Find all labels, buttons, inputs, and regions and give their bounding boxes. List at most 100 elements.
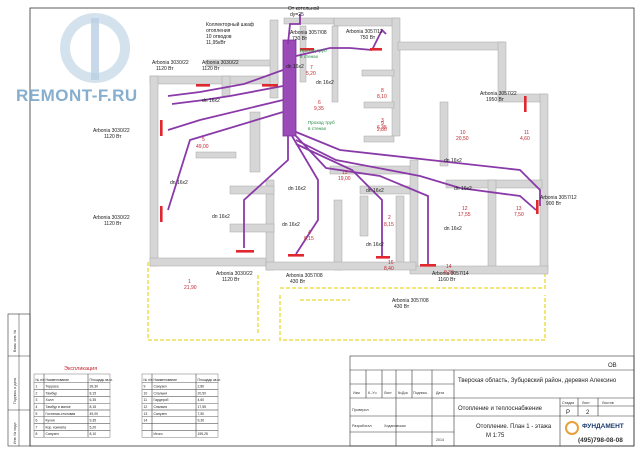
- table-cell-text: 8,15: [90, 391, 97, 395]
- radiator-model: Arbonia 3057/08: [392, 298, 429, 304]
- pipe-label: dn 16x2: [366, 242, 384, 248]
- radiator-model: Arbonia 3057/14: [432, 271, 469, 277]
- pipe-label: dn 16x2: [202, 98, 220, 104]
- room-markers: 121,90 28,15 36,35 48,15 549,00 69,35 75…: [184, 65, 530, 291]
- sheet-value: 2: [586, 410, 590, 416]
- pipe-labels: dn 16x2 dn 16x2 dn 16x2 dn 16x2 dn 16x2 …: [170, 64, 472, 248]
- radiator-model: Arbonia 3030/22: [152, 60, 189, 66]
- svg-text:9,35: 9,35: [314, 106, 324, 112]
- collector-note: Коллекторный шкаф отопления 10 отводов 1…: [206, 21, 254, 46]
- table-cell-text: 3: [36, 398, 38, 402]
- table-cell-text: 6: [36, 419, 38, 423]
- project-section: Отопление и теплоснабжение: [458, 406, 543, 412]
- radiator: [376, 256, 390, 259]
- radiator-power: 750 Вт: [360, 35, 376, 41]
- svg-text:1: 1: [188, 279, 191, 285]
- table-cell-text: 8: [36, 432, 38, 436]
- sheet-frame: [29, 7, 635, 447]
- table-cell: [151, 423, 197, 431]
- wall-passage-note: Проход труб в стенах Проход труб в стена…: [300, 48, 335, 131]
- room-marker: 36,35: [377, 118, 387, 131]
- table-cell-text: Холл: [46, 398, 54, 402]
- radiator-model: Arbonia 3057/08: [286, 273, 323, 279]
- svg-text:7,50: 7,50: [514, 212, 524, 218]
- room-marker: 137,50: [514, 206, 524, 218]
- svg-text:5,20: 5,20: [306, 71, 316, 77]
- sheet-code: ОВ: [608, 363, 617, 369]
- room-marker: 121,90: [184, 279, 197, 291]
- side-stamp-label: Взам. инв. №: [13, 330, 17, 352]
- col-header: Изм: [353, 391, 360, 395]
- room-marker: 28,15: [384, 215, 394, 228]
- svg-text:9,30: 9,30: [444, 270, 454, 276]
- table-cell-text: Тамбур: [46, 391, 58, 395]
- svg-text:16: 16: [388, 260, 394, 266]
- radiator: [288, 254, 304, 257]
- svg-text:3: 3: [381, 118, 384, 124]
- radiator: [420, 264, 436, 267]
- table-cell-text: Кухня: [46, 419, 55, 423]
- title-block-text: ОВ Тверская область, Зубцовский район, д…: [352, 363, 624, 444]
- role-label: Проверил: [352, 408, 369, 412]
- table-cell-text: 14: [144, 419, 148, 423]
- logo-text: REMONT-F.RU: [16, 86, 138, 105]
- col-header: №Док: [398, 391, 408, 395]
- radiator: [300, 48, 314, 51]
- svg-text:4,60: 4,60: [520, 136, 530, 142]
- radiator-power: 1120 Вт: [156, 66, 174, 72]
- boiler-note-line: От котельной: [288, 5, 319, 12]
- svg-text:13: 13: [516, 206, 522, 212]
- room-marker: 92,80: [377, 121, 387, 133]
- table-header-cell: Наименование: [154, 378, 178, 382]
- svg-text:7: 7: [310, 65, 313, 71]
- project-address: Тверская область, Зубцовский район, дере…: [458, 377, 617, 384]
- company-logo-icon: [565, 421, 579, 435]
- logo-bar: [91, 18, 99, 80]
- table-cell: [141, 430, 153, 438]
- room-marker: 69,35: [314, 100, 324, 112]
- table-cell-text: 5,20: [90, 425, 97, 429]
- room-marker: 549,00: [196, 137, 209, 150]
- svg-text:21,90: 21,90: [184, 285, 197, 291]
- building-walls: [149, 17, 549, 275]
- green-note-line: в стенах: [300, 54, 319, 59]
- table-header-cell: Площадь кв.м.: [90, 378, 113, 382]
- pipe-label: dn 16x2: [444, 226, 462, 232]
- table-cell: [151, 416, 197, 424]
- col-header: Подпись: [413, 391, 427, 395]
- pipe-label: dn 16x2: [444, 158, 462, 164]
- green-note-line: Проход труб: [308, 120, 335, 125]
- table-cell-text: 8,15: [90, 405, 97, 409]
- stage-label: Лист: [582, 401, 590, 405]
- table-cell-text: 1: [36, 385, 38, 389]
- remont-logo: REMONT-F.RU: [16, 13, 138, 105]
- radiator-labels: Arbonia 3057/08 730 Вт Arbonia 3057/12 7…: [93, 29, 577, 310]
- pipe-label: dn 16x2: [454, 186, 472, 192]
- room-marker: 114,60: [520, 130, 530, 142]
- drawing-title: Отопление. План 1 - этажа: [476, 424, 552, 430]
- svg-text:4: 4: [308, 230, 311, 236]
- table-cell-text: 11: [144, 398, 148, 402]
- radiator-power: 730 Вт: [292, 36, 308, 42]
- radiator-model: Arbonia 3057/12: [540, 195, 577, 201]
- svg-text:2: 2: [388, 215, 391, 221]
- svg-text:11: 11: [524, 130, 529, 136]
- svg-text:12: 12: [462, 206, 468, 212]
- radiator: [160, 120, 163, 136]
- radiator-power: 430 Вт: [394, 304, 410, 310]
- radiator: [262, 84, 278, 87]
- radiator-power: 1120 Вт: [202, 66, 220, 72]
- radiator-model: Arbonia 3030/22: [93, 215, 130, 221]
- table-header-cell: № п/п: [144, 378, 153, 382]
- table-cell-text: Спальня: [154, 391, 168, 395]
- pipe-label: dn 16x2: [170, 180, 188, 186]
- svg-text:5: 5: [202, 137, 205, 143]
- table-cell-text: 10: [144, 391, 148, 395]
- table-cell-text: 13: [144, 412, 148, 416]
- side-stamp-label: Подпись и дата: [13, 378, 17, 404]
- col-header: Дата: [436, 391, 444, 395]
- table-cell-text: Итого:: [154, 432, 164, 436]
- table-cell-text: Санузел: [46, 432, 59, 436]
